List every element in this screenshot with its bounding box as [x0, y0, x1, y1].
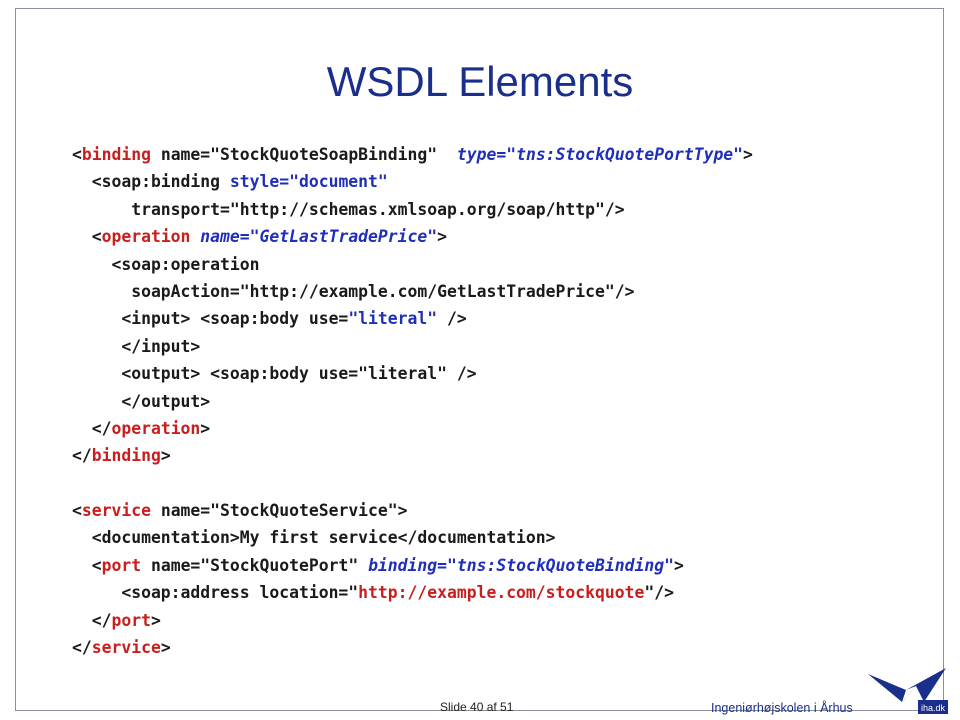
code-token: <soap:address location=" [72, 583, 359, 603]
code-token: > [673, 555, 684, 575]
code-token: <documentation>My first service</documen… [72, 528, 556, 548]
code-line: <binding name="StockQuoteSoapBinding" ty… [72, 141, 753, 168]
code-line: <documentation>My first service</documen… [72, 524, 753, 551]
code-token: > [743, 145, 753, 164]
code-line: </port> [72, 607, 753, 634]
code-line [72, 470, 753, 497]
footer-divider-right [540, 710, 944, 711]
code-line: <port name="StockQuotePort" binding="tns… [72, 552, 753, 579]
code-line: </input> [72, 333, 753, 360]
code-token: < [72, 555, 102, 575]
code-token: binding="tns:StockQuoteBinding" [368, 555, 674, 575]
code-token: > [437, 227, 448, 247]
code-token: transport="http://schemas.xmlsoap.org/so… [72, 199, 625, 219]
logo-text: iha.dk [921, 703, 946, 713]
code-token: soapAction="http://example.com/GetLastTr… [72, 281, 635, 301]
code-token [190, 227, 200, 246]
slide-number: Slide 40 af 51 [440, 700, 514, 714]
code-token: < [72, 501, 82, 521]
code-line: </output> [72, 388, 753, 415]
code-block: <binding name="StockQuoteSoapBinding" ty… [72, 141, 753, 661]
code-token: < [72, 227, 102, 247]
code-line: transport="http://schemas.xmlsoap.org/so… [72, 196, 753, 223]
code-token: "literal" [348, 309, 438, 329]
code-token: </ [72, 418, 112, 438]
code-line: </binding> [72, 442, 753, 469]
code-token: > [160, 638, 171, 658]
code-line: </service> [72, 634, 753, 661]
code-token: name="StockQuoteService"> [150, 501, 408, 521]
code-token: </ [72, 638, 92, 658]
code-line: soapAction="http://example.com/GetLastTr… [72, 278, 753, 305]
code-token: type="tns:StockQuotePortType" [456, 145, 744, 164]
code-token: binding [81, 145, 151, 164]
code-token: <soap:operation [72, 254, 260, 274]
code-token: service [91, 638, 161, 658]
code-token: port [101, 555, 142, 575]
slide-frame [15, 8, 944, 711]
code-line: </operation> [72, 415, 753, 442]
school-name: Ingeniørhøjskolen i Århus [711, 701, 853, 715]
code-token: </ [72, 610, 112, 630]
code-token: style="document" [229, 172, 388, 192]
code-token: http://example.com/stockquote [358, 583, 645, 603]
code-token: /> [437, 309, 467, 329]
code-token: <soap:binding [72, 172, 230, 192]
code-token: </ [72, 446, 92, 466]
code-token: < [72, 145, 82, 164]
code-token: name="StockQuoteSoapBinding" [150, 145, 457, 164]
code-token: </input> [72, 336, 201, 356]
code-line: <input> <soap:body use="literal" /> [72, 305, 753, 332]
code-token: name="GetLastTradePrice" [200, 227, 438, 247]
code-token: <input> <soap:body use= [72, 309, 349, 329]
iha-logo-icon: iha.dk [868, 668, 948, 714]
code-line: <operation name="GetLastTradePrice"> [72, 223, 753, 250]
code-token: operation [111, 418, 201, 438]
code-token: > [150, 610, 161, 630]
code-token: <output> <soap:body use="literal" /> [72, 364, 477, 384]
code-token: > [200, 418, 211, 438]
code-token: name="StockQuotePort" [141, 555, 369, 575]
code-token: > [160, 446, 171, 466]
footer-divider-left [15, 710, 415, 711]
code-line: <soap:address location="http://example.c… [72, 579, 753, 606]
code-token: operation [101, 227, 191, 247]
code-line: <service name="StockQuoteService"> [72, 497, 753, 524]
code-token: port [111, 610, 151, 630]
code-token: service [81, 501, 151, 521]
code-line: <soap:operation [72, 251, 753, 278]
code-line: <output> <soap:body use="literal" /> [72, 360, 753, 387]
code-line: <soap:binding style="document" [72, 168, 753, 195]
slide-title: WSDL Elements [326, 58, 634, 105]
code-token: binding [91, 446, 161, 466]
code-token: "/> [644, 583, 674, 603]
code-token: </output> [72, 391, 211, 411]
